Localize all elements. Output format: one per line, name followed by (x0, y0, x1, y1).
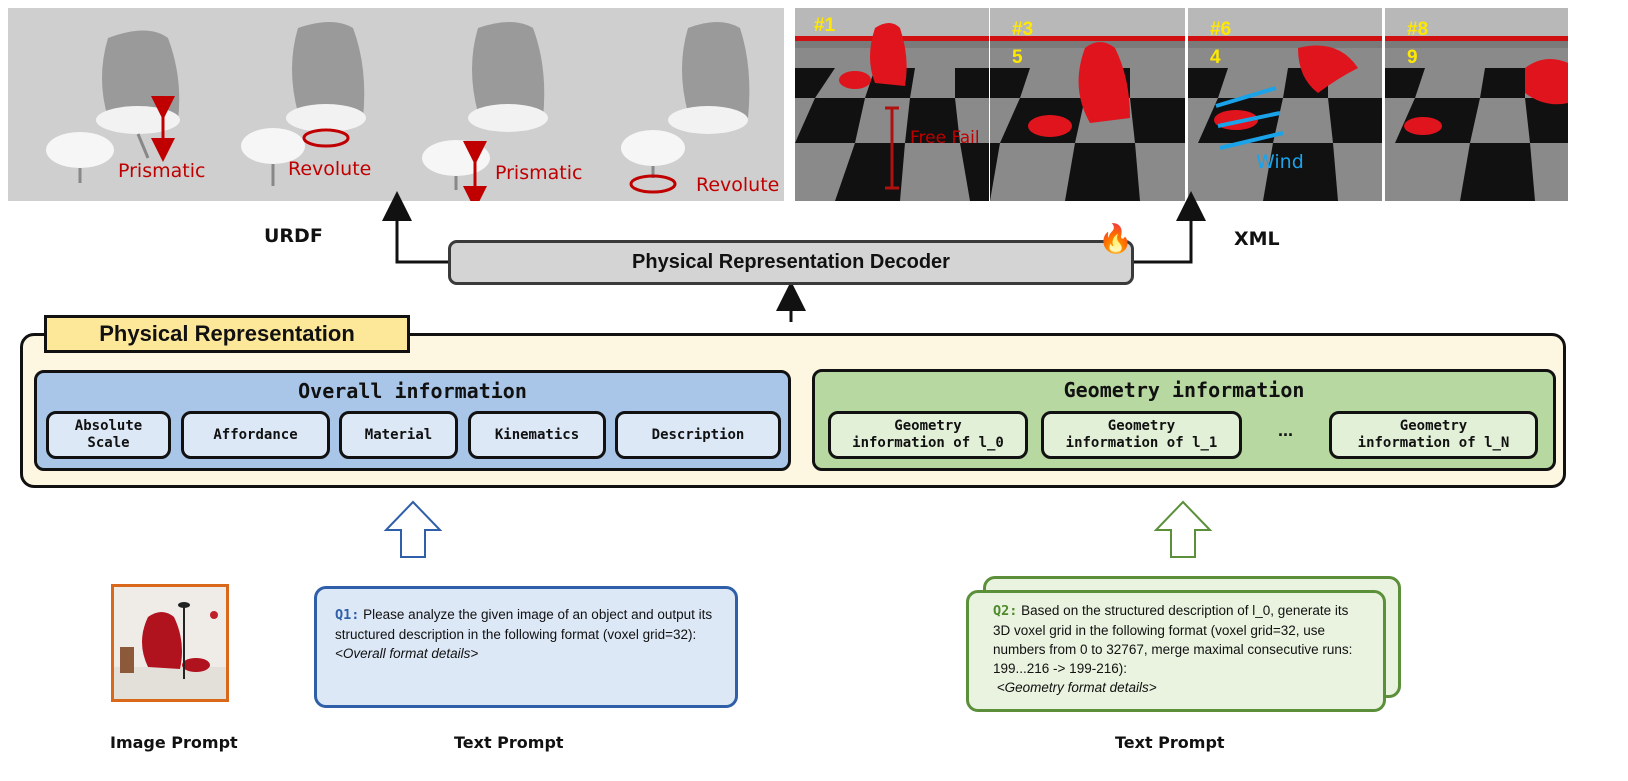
checkerboard-scene-2 (990, 8, 1185, 201)
geometry-information-title: Geometry information (1063, 378, 1305, 402)
chair-4-icon (621, 22, 750, 194)
sim-frame-4: #8 9 (1385, 8, 1568, 201)
q1-tag: Q1: (335, 607, 360, 623)
image-prompt-caption: Image Prompt (110, 733, 238, 752)
sim-frame-2: #3 5 (990, 8, 1185, 201)
q1-text-prompt: Q1: Please analyze the given image of an… (314, 586, 738, 708)
q2-text: Based on the structured description of l… (993, 603, 1353, 676)
q1-detail: <Overall format details> (335, 646, 479, 661)
joint-label-2: Revolute (288, 158, 372, 180)
chip-geometry-l1: Geometry information of l_1 (1041, 411, 1242, 459)
overall-information-title: Overall information (298, 379, 527, 403)
geometry-ellipsis: ... (1278, 420, 1294, 440)
checkerboard-scene-4 (1385, 8, 1568, 201)
chip-geometry-ln: Geometry information of l_N (1329, 411, 1538, 459)
q2-text-prompt: Q2: Based on the structured description … (966, 590, 1386, 712)
frame-label-1: #1 (814, 15, 836, 36)
urdf-caption: URDF (264, 225, 323, 247)
urdf-render-panel: Prismatic Revolute Prismatic Revolute (8, 8, 784, 201)
chair-1-icon (46, 30, 180, 183)
checkerboard-scene-1 (795, 8, 989, 201)
chair-3-icon (422, 22, 548, 201)
sim-frame-1: #1 Free Fail (795, 8, 989, 201)
chip-kinematics: Kinematics (468, 411, 606, 459)
physical-representation-decoder: Physical Representation Decoder (448, 240, 1134, 285)
text-prompt-caption-1: Text Prompt (454, 733, 564, 752)
frame-label-2: #3 5 (1012, 19, 1034, 68)
chip-geometry-l0: Geometry information of l_0 (828, 411, 1028, 459)
checkerboard-scene-3 (1188, 8, 1382, 201)
chair-2-icon (241, 22, 366, 186)
sim-frame-3: #6 4 Wind (1188, 8, 1382, 201)
chip-material: Material (339, 411, 458, 459)
chip-absolute-scale: Absolute Scale (46, 411, 171, 459)
urdf-chairs-illustration (46, 22, 750, 201)
chair-photo-icon (114, 587, 226, 699)
free-fall-annotation: Free Fail (910, 128, 980, 148)
chip-affordance: Affordance (181, 411, 330, 459)
joint-label-4: Revolute (696, 174, 780, 196)
q1-text: Please analyze the given image of an obj… (335, 607, 713, 642)
xml-caption: XML (1234, 228, 1280, 250)
frame-label-4: #8 9 (1407, 19, 1429, 68)
q2-tag: Q2: (993, 603, 1018, 619)
chip-description: Description (615, 411, 781, 459)
text-prompt-caption-2: Text Prompt (1115, 733, 1225, 752)
joint-label-3: Prismatic (495, 162, 583, 184)
image-prompt-thumbnail (111, 584, 229, 702)
fire-icon: 🔥 (1098, 223, 1133, 254)
physical-representation-title: Physical Representation (44, 315, 410, 353)
joint-label-1: Prismatic (118, 160, 206, 182)
frame-label-3: #6 4 (1210, 19, 1232, 68)
wind-annotation: Wind (1256, 151, 1304, 173)
q2-detail: <Geometry format details> (996, 680, 1157, 695)
